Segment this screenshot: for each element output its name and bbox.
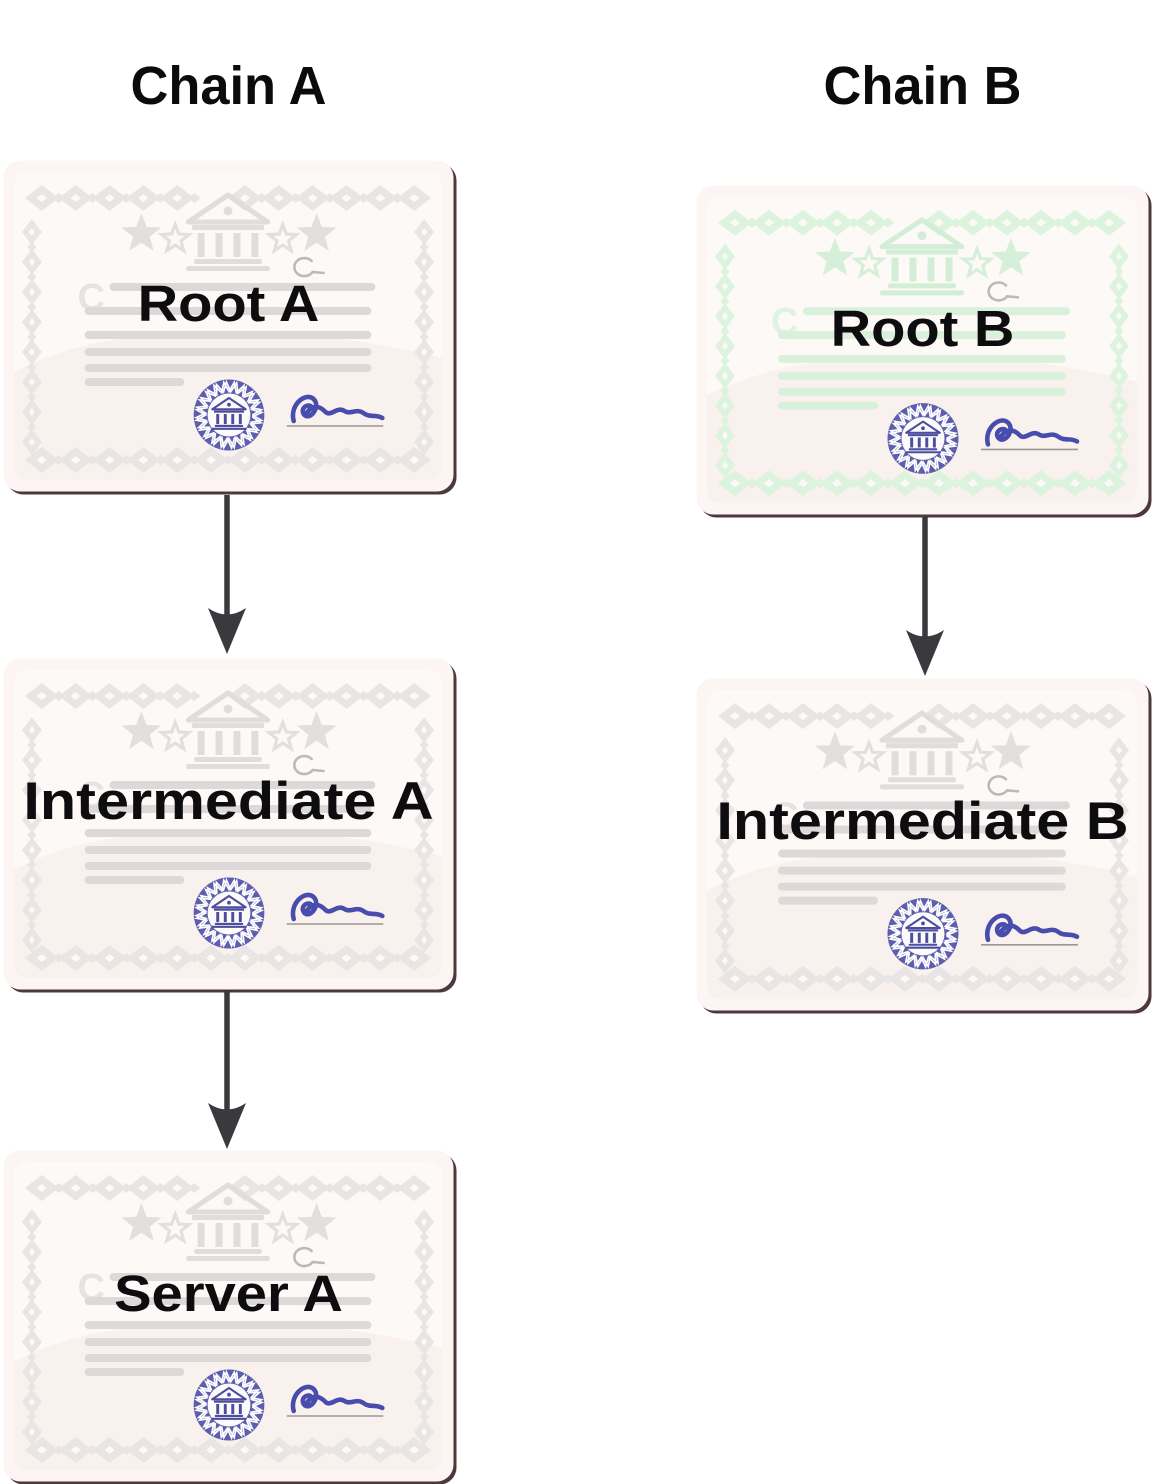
certificate-title: Server A	[114, 1265, 343, 1322]
down-arrow-icon	[208, 990, 246, 1149]
certificate-root-a: C Root A	[2, 160, 455, 493]
down-arrow-icon	[906, 517, 944, 676]
certificate-server-a: C Server A	[2, 1150, 455, 1483]
certificate-icon: C	[696, 185, 1149, 515]
down-arrow-icon	[208, 495, 246, 654]
certificate-icon: C	[3, 160, 454, 492]
certificate-icon: C	[3, 1150, 454, 1482]
certificate-title: Root A	[137, 275, 320, 332]
certificate-root-b: C Root B	[695, 185, 1150, 516]
certificate-title: Intermediate A	[23, 772, 434, 831]
chain-a-heading: Chain A	[130, 56, 327, 116]
certificate-intermediate-b: C Intermediate B	[695, 678, 1150, 1012]
certificate-icon: C	[3, 658, 454, 990]
certificate-intermediate-a: C Intermediate A	[2, 658, 455, 991]
chain-b-heading: Chain B	[823, 56, 1022, 116]
certificate-icon: C	[696, 678, 1149, 1011]
certificate-title: Root B	[830, 300, 1015, 357]
certificate-title: Intermediate B	[716, 792, 1129, 851]
